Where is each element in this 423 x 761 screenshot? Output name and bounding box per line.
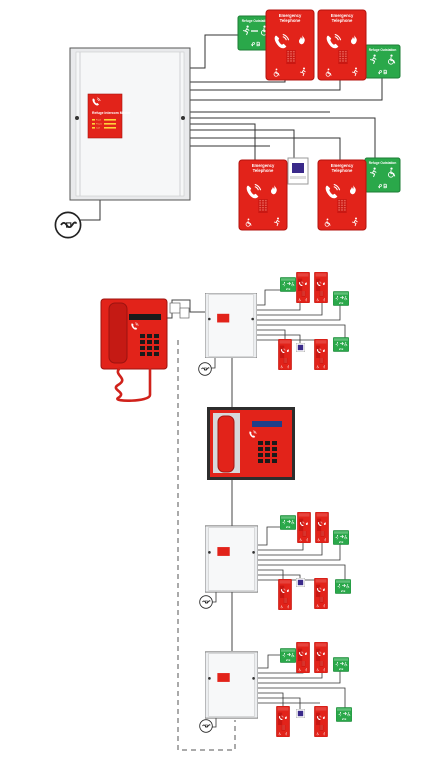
- controller-front-panel: Refuge Intercom Master Fault Power Call: [87, 93, 131, 139]
- svg-text:ᕵ ᗷ: ᕵ ᗷ: [251, 42, 261, 48]
- top-master-controller: Refuge Intercom Master Fault Power Call: [69, 47, 191, 201]
- keypad: [258, 441, 277, 463]
- power-supply-icon: [54, 211, 82, 239]
- emergency-telephone-panel-2: Emergency Telephone: [317, 9, 367, 81]
- emergency-telephone-panel-1: Emergency Telephone: [265, 9, 315, 81]
- master-wall-telephone: [100, 298, 205, 402]
- refuge-sign-label: Refuge Outstation: [242, 19, 270, 23]
- svg-text:ᕵ ᗷ: ᕵ ᗷ: [378, 70, 388, 76]
- panel-label-1: Emergency: [331, 163, 354, 168]
- refuge-sign-label: Refuge Outstation: [369, 48, 397, 52]
- top-system: Refuge Intercom Master Fault Power Call …: [54, 9, 401, 239]
- legend-fault: Fault: [96, 119, 101, 122]
- sub-system-a: [198, 272, 349, 376]
- panel-label-1: Emergency: [252, 163, 275, 168]
- refuge-sign-3: Refuge Outstation ᕵ ᗷ: [364, 157, 401, 193]
- display: [129, 314, 161, 320]
- terminal-box: [169, 302, 181, 314]
- keypad: [140, 334, 159, 356]
- display: [252, 421, 282, 427]
- slave-telephone-unit: [207, 407, 295, 480]
- panel-label-2: Telephone: [332, 18, 353, 23]
- handset: [108, 302, 128, 364]
- refuge-sign-1: Refuge Outstation ᕵ ᗷ: [237, 15, 274, 51]
- terminal-box-2: [179, 307, 190, 319]
- cabinet-screw-right: [181, 116, 185, 120]
- refuge-sign-label: Refuge Outstation: [369, 161, 397, 165]
- emergency-telephone-panel-4: Emergency Telephone: [317, 159, 367, 231]
- panel-label-2: Telephone: [332, 168, 353, 173]
- junction-box: [287, 157, 309, 185]
- sub-system-c: [199, 642, 352, 737]
- panel-label-2: Telephone: [253, 168, 274, 173]
- top-wiring: [70, 34, 383, 221]
- coiled-cord: [114, 367, 152, 402]
- network-loop-dashed: [177, 340, 236, 751]
- emergency-telephone-panel-3: Emergency Telephone: [238, 159, 288, 231]
- svg-text:ᕵ ᗷ: ᕵ ᗷ: [378, 184, 388, 190]
- refuge-sign-2: Refuge Outstation ᕵ ᗷ: [364, 44, 401, 79]
- handset: [217, 415, 235, 473]
- panel-label-1: Emergency: [279, 13, 302, 18]
- legend-power: Power: [96, 123, 102, 126]
- sub-system-b: [199, 512, 351, 610]
- panel-label-1: Emergency: [331, 13, 354, 18]
- panel-label-2: Telephone: [280, 18, 301, 23]
- legend-call: Call: [96, 128, 100, 130]
- cabinet-screw-left: [75, 116, 79, 120]
- controller-title: Refuge Intercom Master: [92, 111, 131, 115]
